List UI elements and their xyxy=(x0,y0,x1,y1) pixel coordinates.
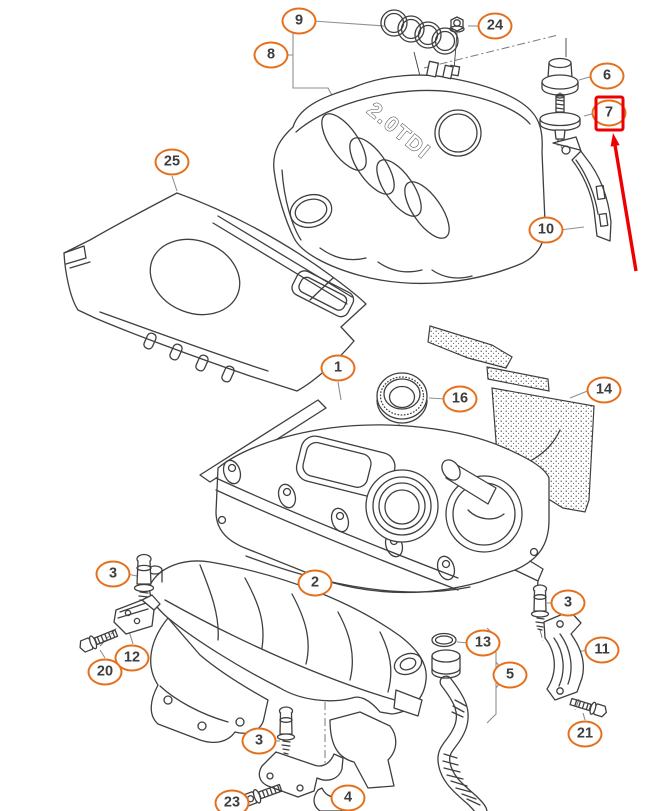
callout-1[interactable]: 1 xyxy=(320,354,356,382)
ball-stud-part-right xyxy=(530,584,550,631)
callout-11[interactable]: 11 xyxy=(584,636,620,664)
callout-23[interactable]: 23 xyxy=(214,789,250,811)
bracket-11-part xyxy=(543,610,585,701)
o-ring-part xyxy=(431,632,457,648)
ball-stud-part-left xyxy=(133,553,155,609)
callout-6[interactable]: 6 xyxy=(589,62,625,90)
callout-20[interactable]: 20 xyxy=(87,658,123,686)
callout-3a[interactable]: 3 xyxy=(95,560,131,588)
callout-14[interactable]: 14 xyxy=(586,376,622,404)
bolt-21-part xyxy=(569,697,607,718)
audi-rings-icon xyxy=(380,9,459,55)
support-bracket-part xyxy=(552,136,612,242)
callout-3b[interactable]: 3 xyxy=(550,589,586,617)
callout-5[interactable]: 5 xyxy=(492,661,528,689)
callout-4[interactable]: 4 xyxy=(330,784,366,811)
callout-3c[interactable]: 3 xyxy=(241,727,277,755)
callout-21[interactable]: 21 xyxy=(567,720,603,748)
bracket-12-part xyxy=(113,594,161,635)
callout-25[interactable]: 25 xyxy=(154,148,190,176)
callout-8[interactable]: 8 xyxy=(253,41,289,69)
callout-9[interactable]: 9 xyxy=(281,7,317,35)
callout-16[interactable]: 16 xyxy=(442,385,478,413)
callout-13[interactable]: 13 xyxy=(465,629,501,657)
filler-grommet-part xyxy=(376,372,428,424)
callout-10[interactable]: 10 xyxy=(528,216,564,244)
callout-2[interactable]: 2 xyxy=(297,569,333,597)
intake-manifold-part xyxy=(147,560,427,789)
insulation-tray-part xyxy=(63,192,367,392)
ball-stud-part-bottom xyxy=(276,706,296,755)
callout-24[interactable]: 24 xyxy=(477,12,513,40)
bolt-20-part xyxy=(79,629,119,653)
cylinder-head-cover-part xyxy=(199,399,550,594)
breather-hose-part xyxy=(431,649,488,811)
mount-grommet-part xyxy=(541,57,579,96)
engine-cover-part: 2.0TDI xyxy=(273,60,546,285)
mount-stud-part xyxy=(539,93,581,146)
callout-7[interactable]: 7 xyxy=(591,99,627,127)
